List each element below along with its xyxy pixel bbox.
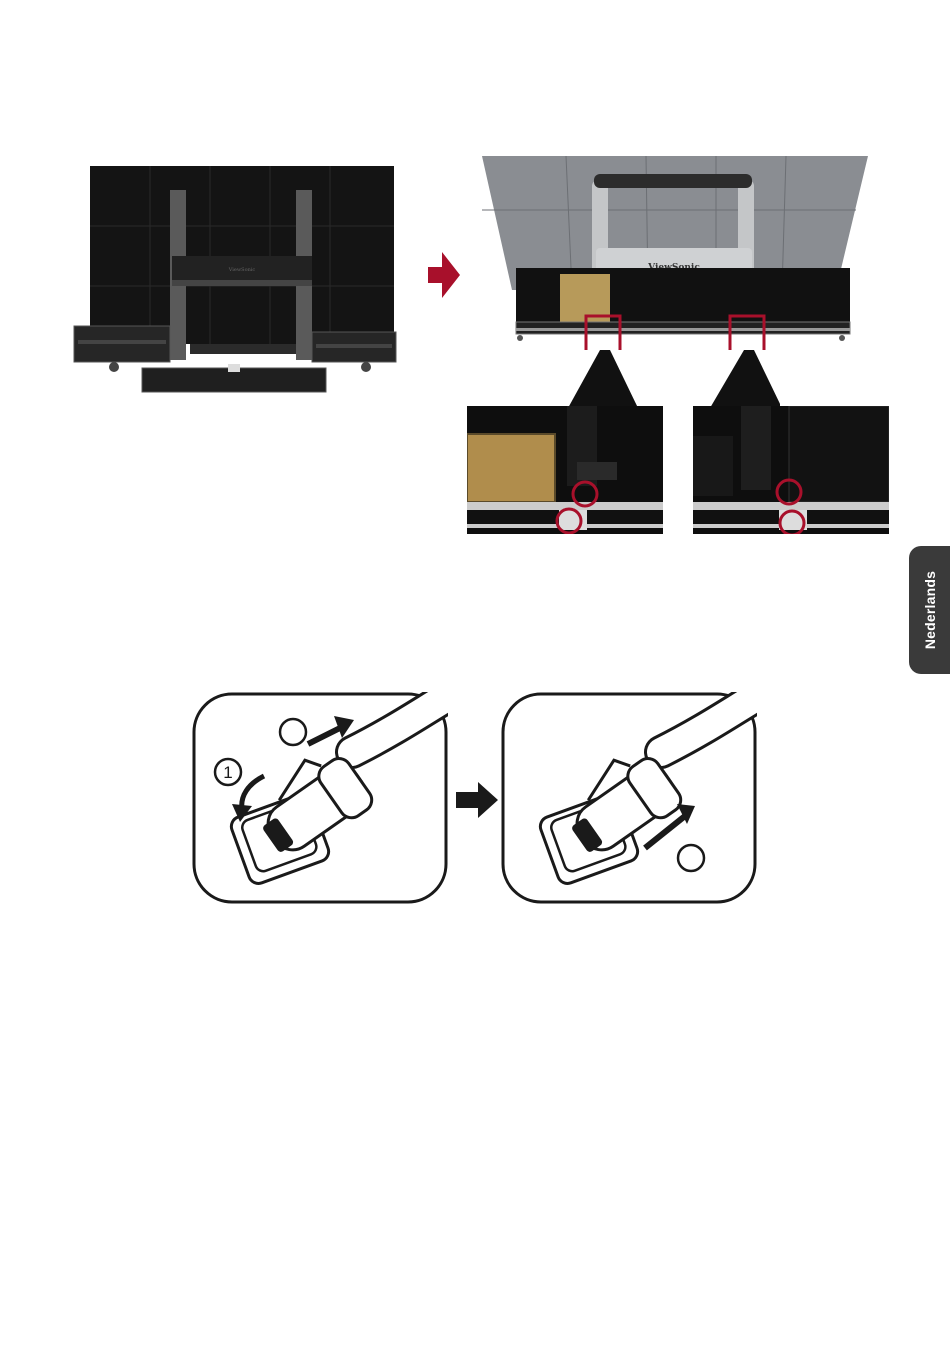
arrow-right-icon (428, 252, 460, 298)
detail-right-illustration (693, 406, 889, 534)
connector-step-two-illustration (501, 692, 757, 904)
step-number-one: 1 (215, 759, 241, 785)
led-wall-in-case-illustration: ViewSonic (476, 150, 872, 350)
detail-left-illustration (467, 406, 663, 534)
language-tab-label: Nederlands (922, 571, 938, 649)
led-wall-rear-illustration: ViewSonic (70, 160, 410, 400)
arrow-right-icon (456, 782, 498, 818)
connector-step-one-illustration: 1 (192, 692, 448, 904)
callout-pointers (520, 350, 780, 410)
step-number-three (678, 845, 704, 871)
language-tab: Nederlands (909, 546, 950, 674)
svg-text:1: 1 (223, 763, 232, 782)
svg-text:ViewSonic: ViewSonic (228, 267, 256, 273)
step-number-two (280, 719, 306, 745)
